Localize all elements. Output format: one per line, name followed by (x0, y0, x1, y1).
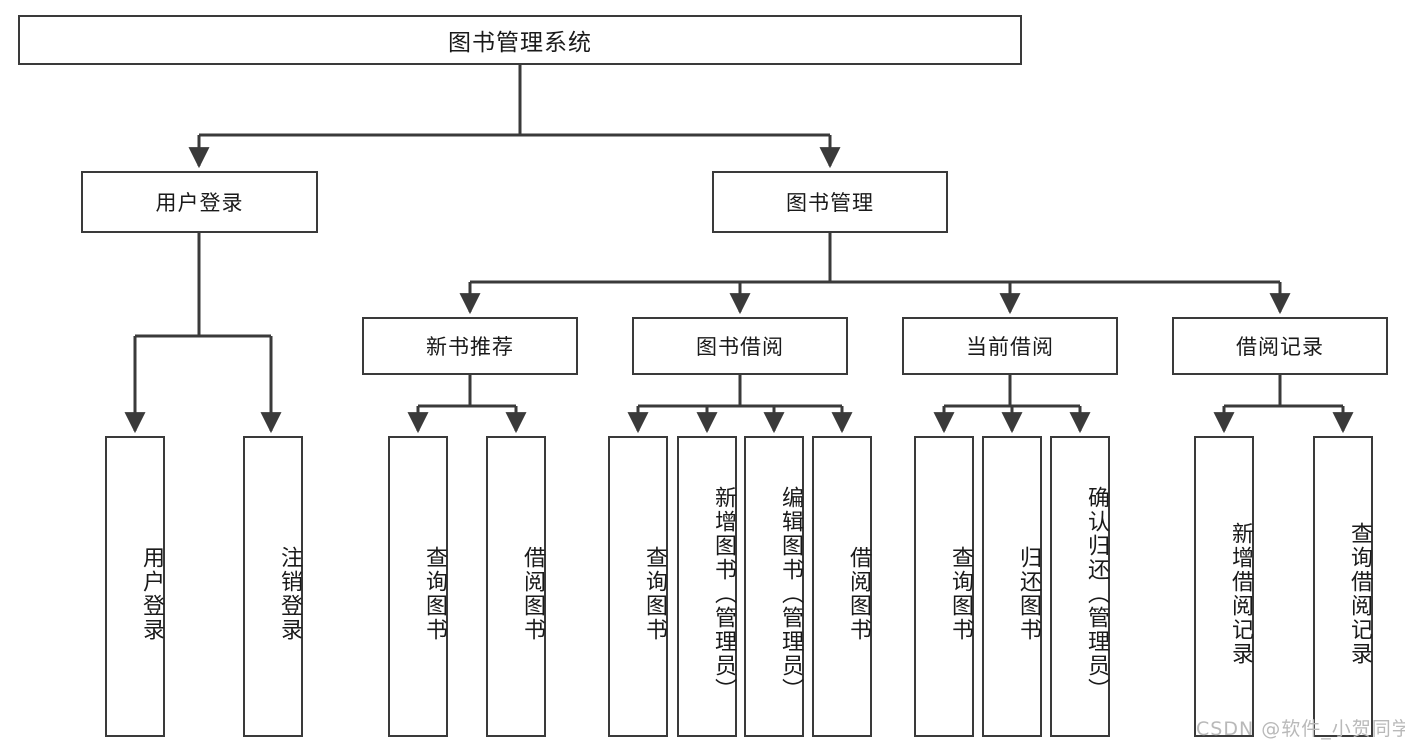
node-leaf-user-logout-label: 注销登录 (277, 545, 302, 642)
node-leaf-cb-return-book-label: 归还图书 (1016, 545, 1041, 642)
node-leaf-rec-borrow-book[interactable]: 借阅图书 (486, 436, 546, 737)
node-new-book-rec-label: 新书推荐 (426, 335, 514, 359)
node-leaf-bb-borrow-book-label: 借阅图书 (846, 545, 871, 642)
node-root[interactable]: 图书管理系统 (18, 15, 1022, 65)
node-leaf-user-login[interactable]: 用户登录 (105, 436, 165, 737)
node-leaf-bb-add-book[interactable]: 新增图书（管理员） (677, 436, 737, 737)
node-leaf-bb-add-book-label: 新增图书（管理员） (711, 485, 736, 702)
node-current-borrow[interactable]: 当前借阅 (902, 317, 1118, 375)
node-new-book-rec[interactable]: 新书推荐 (362, 317, 578, 375)
node-leaf-cb-query-book-label: 查询图书 (948, 545, 973, 642)
node-leaf-bb-query-book-label: 查询图书 (642, 545, 667, 642)
node-leaf-cb-confirm-return[interactable]: 确认归还（管理员） (1050, 436, 1110, 737)
node-book-borrow[interactable]: 图书借阅 (632, 317, 848, 375)
node-book-manage-label: 图书管理 (786, 191, 874, 215)
node-root-label: 图书管理系统 (448, 30, 592, 56)
node-leaf-user-login-label: 用户登录 (139, 545, 164, 642)
node-leaf-br-query-record[interactable]: 查询借阅记录 (1313, 436, 1373, 737)
node-current-borrow-label: 当前借阅 (966, 335, 1054, 359)
watermark: CSDN @软件_小贺同学 (1196, 718, 1405, 740)
node-leaf-cb-return-book[interactable]: 归还图书 (982, 436, 1042, 737)
node-borrow-record-label: 借阅记录 (1236, 335, 1324, 359)
node-book-borrow-label: 图书借阅 (696, 335, 784, 359)
node-leaf-br-query-record-label: 查询借阅记录 (1347, 521, 1372, 666)
node-leaf-cb-confirm-return-label: 确认归还（管理员） (1084, 485, 1109, 702)
node-leaf-bb-edit-book[interactable]: 编辑图书（管理员） (744, 436, 804, 737)
node-leaf-br-add-record-label: 新增借阅记录 (1228, 521, 1253, 666)
node-leaf-rec-borrow-book-label: 借阅图书 (520, 545, 545, 642)
node-leaf-user-logout[interactable]: 注销登录 (243, 436, 303, 737)
node-leaf-rec-query-book[interactable]: 查询图书 (388, 436, 448, 737)
node-leaf-cb-query-book[interactable]: 查询图书 (914, 436, 974, 737)
node-user-login[interactable]: 用户登录 (81, 171, 318, 233)
node-leaf-bb-borrow-book[interactable]: 借阅图书 (812, 436, 872, 737)
node-leaf-bb-query-book[interactable]: 查询图书 (608, 436, 668, 737)
node-leaf-br-add-record[interactable]: 新增借阅记录 (1194, 436, 1254, 737)
node-leaf-rec-query-book-label: 查询图书 (422, 545, 447, 642)
node-borrow-record[interactable]: 借阅记录 (1172, 317, 1388, 375)
node-user-login-label: 用户登录 (155, 191, 244, 215)
node-book-manage[interactable]: 图书管理 (712, 171, 948, 233)
node-leaf-bb-edit-book-label: 编辑图书（管理员） (778, 485, 803, 702)
